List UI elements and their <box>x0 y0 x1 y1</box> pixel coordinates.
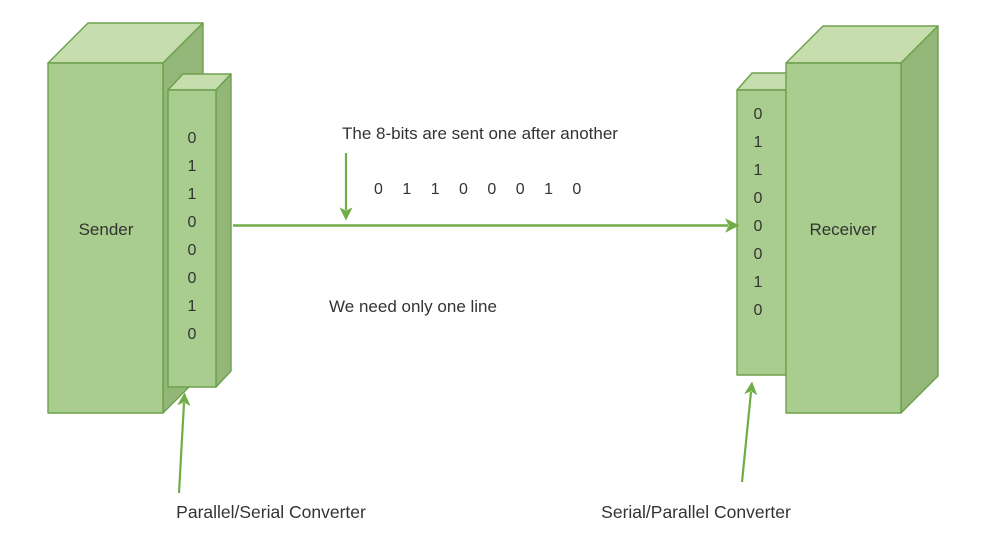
serial-parallel-converter-label: Serial/Parallel Converter <box>601 502 791 522</box>
bit: 1 <box>187 298 197 315</box>
bit: 0 <box>187 270 197 287</box>
parallel-serial-converter-label: Parallel/Serial Converter <box>176 502 366 522</box>
bit: 0 <box>187 130 197 147</box>
bit: 0 <box>753 302 763 319</box>
bit: 0 <box>753 106 763 123</box>
bit: 0 <box>187 326 197 343</box>
left-converter-front-face <box>167 89 217 388</box>
left-converter-side-face <box>215 73 232 388</box>
receiver-box <box>785 25 939 414</box>
bit: 0 <box>753 246 763 263</box>
right-converter-pointer-arrow <box>740 381 758 483</box>
left-converter-pointer-arrow <box>177 392 191 494</box>
receiver-box-side-face <box>900 25 939 414</box>
serial-bit-stream: 0 1 1 0 0 0 1 0 <box>374 181 583 198</box>
right-converter-bit-column: 0 1 1 0 0 0 1 0 <box>754 101 763 325</box>
bit: 1 <box>187 186 197 203</box>
parallel-serial-converter-box <box>167 73 232 388</box>
bit: 0 <box>753 190 763 207</box>
receiver-box-front-face <box>785 62 902 414</box>
bit: 0 <box>753 218 763 235</box>
bit: 0 <box>187 214 197 231</box>
bit: 1 <box>753 162 763 179</box>
bit: 0 <box>187 242 197 259</box>
sender-label: Sender <box>78 220 134 239</box>
receiver-label: Receiver <box>809 220 877 239</box>
bit: 1 <box>187 158 197 175</box>
sender-box-front-face <box>47 62 164 414</box>
left-converter-bit-column: 0 1 1 0 0 0 1 0 <box>188 125 197 349</box>
bit: 1 <box>753 134 763 151</box>
bit: 1 <box>753 274 763 291</box>
bottom-note: We need only one line <box>329 297 497 316</box>
top-note: The 8-bits are sent one after another <box>342 124 618 143</box>
